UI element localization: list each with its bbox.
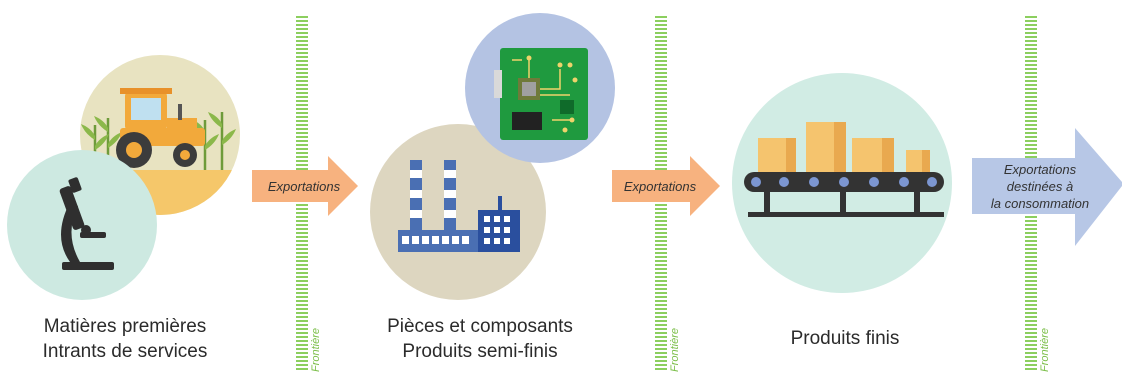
- caption-line: Produits finis: [790, 328, 900, 349]
- border-label: Frontière: [669, 328, 681, 372]
- factory-icon: [370, 124, 546, 300]
- border-label: Frontière: [1039, 328, 1051, 372]
- arrow-label-line1: Exportations: [1004, 162, 1077, 177]
- stage-3-caption: Produits finis: [740, 326, 950, 351]
- microscope-icon: [7, 150, 157, 300]
- arrow-label: Exportations: [624, 179, 697, 194]
- arrow-label: Exportations: [268, 179, 341, 194]
- exportations-arrow-1: Exportations: [252, 156, 358, 216]
- circuit-board-icon: [465, 13, 615, 163]
- consumption-exports-arrow: Exportations destinées à la consommation: [972, 128, 1122, 246]
- stage-1-caption: Matières premières Intrants de services: [10, 314, 240, 364]
- caption-line: Pièces et composants: [387, 316, 573, 337]
- conveyor-belt-icon: [732, 73, 952, 293]
- arrow-label-line2: destinées à: [1007, 179, 1074, 194]
- caption-line: Matières premières: [43, 316, 207, 337]
- exportations-arrow-2: Exportations: [612, 156, 720, 216]
- caption-line: Produits semi-finis: [402, 341, 558, 362]
- arrow-label-line3: la consommation: [991, 196, 1089, 211]
- caption-line: Intrants de services: [42, 341, 208, 362]
- border-label: Frontière: [310, 328, 322, 372]
- stage-2-caption: Pièces et composants Produits semi-finis: [355, 314, 605, 364]
